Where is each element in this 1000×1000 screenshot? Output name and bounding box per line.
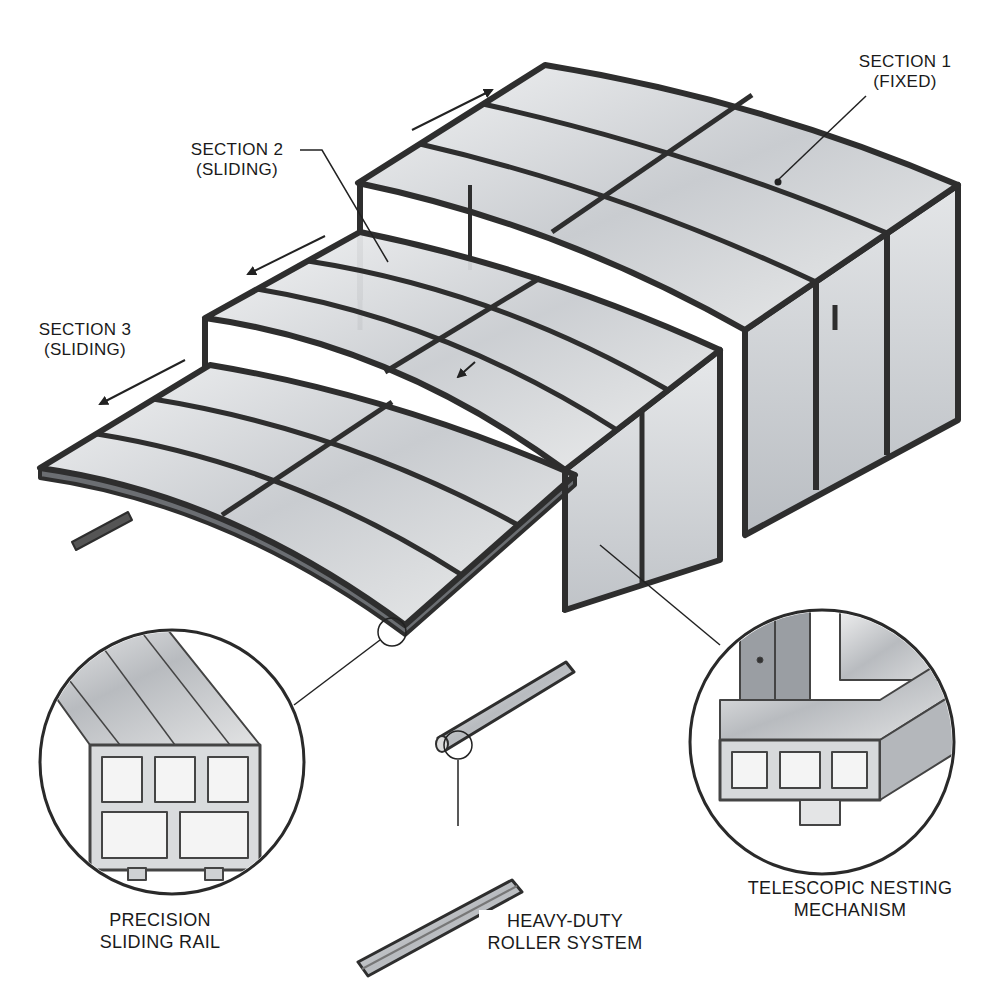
callout-label: SECTION 3 (SLIDING) xyxy=(24,319,146,362)
callout-label: PRECISION SLIDING RAIL xyxy=(85,909,235,954)
callout-label: SECTION 1 (FIXED) xyxy=(849,51,961,94)
callout-label: SECTION 2 (SLIDING) xyxy=(176,139,298,182)
callout-label: TELESCOPIC NESTING MECHANISM xyxy=(743,877,957,922)
callout-label: HEAVY-DUTY ROLLER SYSTEM xyxy=(479,910,651,955)
